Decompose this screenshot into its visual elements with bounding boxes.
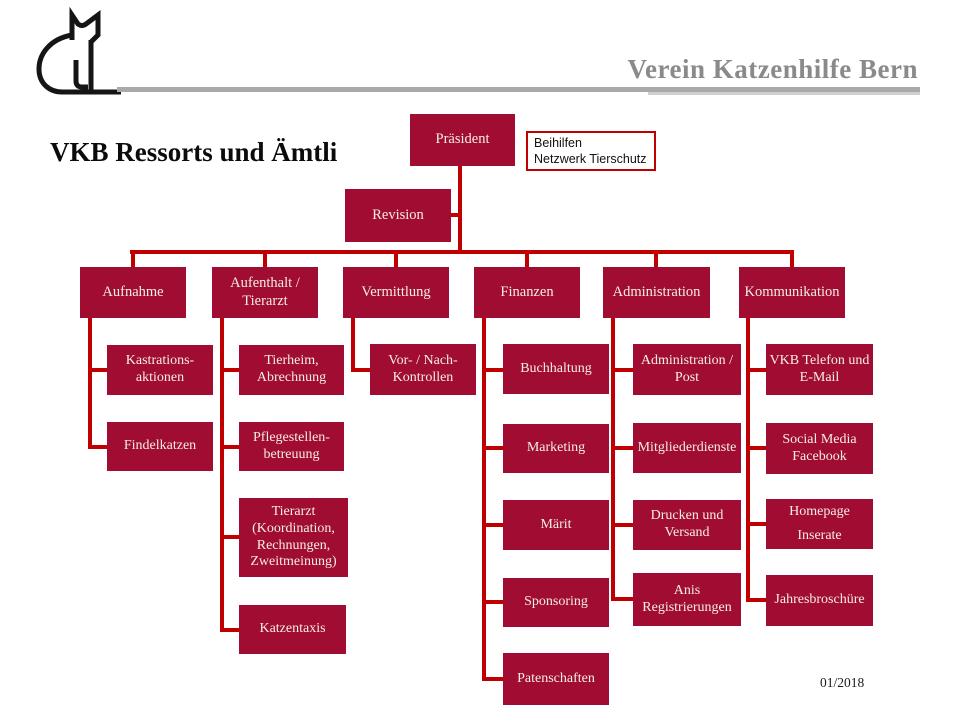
connector-line <box>220 318 224 632</box>
connector-line <box>220 445 239 449</box>
connector-line <box>220 628 239 632</box>
org-node-vor-nach-kontrollen: Vor- / Nach- Kontrollen <box>370 344 476 395</box>
connector-line <box>220 535 239 539</box>
connector-line <box>611 523 633 527</box>
header-divider-light <box>648 92 920 95</box>
connector-line <box>746 318 750 602</box>
org-node-buchhaltung: Buchhaltung <box>503 344 609 394</box>
connector-line <box>525 250 529 267</box>
connector-line <box>88 445 107 449</box>
connector-line <box>482 523 503 527</box>
org-node-revision: Revision <box>345 189 451 242</box>
connector-line <box>394 250 398 267</box>
slide-title: VKB Ressorts und Ämtli <box>50 137 338 167</box>
connector-line <box>746 368 766 372</box>
org-node-katzentaxis: Katzentaxis <box>239 605 346 654</box>
connector-line <box>351 318 355 372</box>
connector-line <box>654 250 658 267</box>
org-node-findelkatzen: Findelkatzen <box>107 422 213 471</box>
header-divider <box>117 87 920 92</box>
connector-line <box>611 318 615 601</box>
organization-name: Verein Katzenhilfe Bern <box>627 54 918 84</box>
org-node-finanzen: Finanzen <box>474 267 580 318</box>
org-node-kastrationsaktionen: Kastrations- aktionen <box>107 345 213 395</box>
org-node-marketing: Marketing <box>503 424 609 473</box>
connector-line <box>88 368 107 372</box>
connector-line <box>482 677 503 681</box>
org-node-vermittlung: Vermittlung <box>343 267 449 318</box>
connector-line <box>130 250 794 254</box>
org-node-pflegestellenbetreuung: Pflegestellen- betreuung <box>239 422 344 471</box>
connector-line <box>611 368 633 372</box>
org-node-patenschaften: Patenschaften <box>503 653 609 705</box>
note-box-beihilfen: Beihilfen Netzwerk Tierschutz <box>526 131 656 171</box>
org-node-jahresbroschuere: Jahresbroschüre <box>766 575 873 626</box>
connector-line <box>458 166 462 254</box>
org-node-maerit: Märit <box>503 500 609 550</box>
org-node-tierarzt: Tierarzt (Koordination, Rechnungen, Zwei… <box>239 498 348 577</box>
org-node-vkb-telefon-email: VKB Telefon und E-Mail <box>766 344 873 395</box>
org-node-drucken-versand: Drucken und Versand <box>633 500 741 550</box>
org-node-administration-post: Administration / Post <box>633 344 741 395</box>
connector-line <box>790 250 794 267</box>
connector-line <box>746 598 766 602</box>
org-node-kommunikation: Kommunikation <box>739 267 845 318</box>
slide-date: 01/2018 <box>820 675 865 690</box>
connector-line <box>482 446 503 450</box>
org-node-homepage-inserate: Homepage Inserate <box>766 499 873 549</box>
cat-logo-icon <box>36 6 121 95</box>
org-node-aufenthalt-tierarzt: Aufenthalt / Tierarzt <box>212 267 318 318</box>
connector-line <box>131 250 135 267</box>
org-node-praesident: Präsident <box>410 114 515 166</box>
org-node-anis-registrierungen: Anis Registrierungen <box>633 573 741 626</box>
connector-line <box>482 600 503 604</box>
connector-line <box>611 597 633 601</box>
connector-line <box>611 446 633 450</box>
org-node-social-media-facebook: Social Media Facebook <box>766 423 873 474</box>
connector-line <box>88 318 92 449</box>
org-node-sponsoring: Sponsoring <box>503 578 609 627</box>
connector-line <box>482 368 503 372</box>
connector-line <box>482 318 486 681</box>
connector-line <box>220 368 239 372</box>
connector-line <box>351 368 370 372</box>
org-node-administration: Administration <box>603 267 710 318</box>
connector-line <box>263 250 267 267</box>
connector-line <box>746 446 766 450</box>
org-node-aufnahme: Aufnahme <box>80 267 186 318</box>
connector-line <box>746 522 766 526</box>
connector-line <box>451 213 460 217</box>
org-node-mitgliederdienste: Mitgliederdienste <box>633 423 741 473</box>
org-node-tierheim-abrechnung: Tierheim, Abrechnung <box>239 345 344 395</box>
